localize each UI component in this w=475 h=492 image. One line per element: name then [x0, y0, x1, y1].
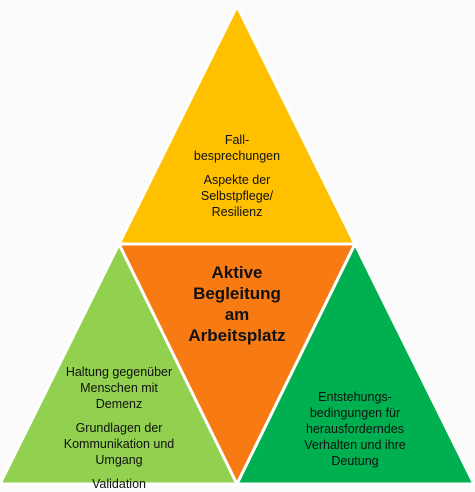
text-line: Selbstpflege/ — [200, 189, 274, 203]
top-item-selbstpflege: Aspekte der Selbstpflege/ Resilienz — [162, 172, 312, 220]
text-line: Grundlagen der — [75, 421, 163, 435]
text-line: Arbeitsplatz — [188, 326, 286, 345]
right-triangle — [235, 242, 475, 486]
text-line: Deutung — [331, 454, 379, 468]
text-line: Kommunikation und — [63, 437, 175, 451]
text-line: Begleitung — [193, 284, 281, 303]
left-item-haltung: Haltung gegenüber Menschen mit Demenz — [44, 364, 194, 412]
top-segment-text: Fall- besprechungen Aspekte der Selbstpf… — [162, 132, 312, 220]
text-line: Fall- — [224, 133, 250, 147]
left-item-grundlagen: Grundlagen der Kommunikation und Umgang — [44, 420, 194, 468]
text-line: Validation — [92, 477, 146, 491]
text-line: Umgang — [95, 453, 143, 467]
text-line: Aktive — [211, 263, 263, 282]
text-line: bedingungen für — [309, 406, 401, 420]
right-item-entstehungsbedingungen: Entstehungs- bedingungen für herausforde… — [280, 389, 430, 469]
text-line: Haltung gegenüber — [65, 365, 173, 379]
text-line: Resilienz — [211, 205, 263, 219]
text-line: Aspekte der — [203, 173, 271, 187]
left-item-validation: Validation — [44, 476, 194, 492]
text-line: Demenz — [95, 397, 143, 411]
center-segment-text: Aktive Begleitung am Arbeitsplatz — [162, 262, 312, 346]
left-segment-text: Haltung gegenüber Menschen mit Demenz Gr… — [44, 364, 194, 492]
text-line: Verhalten und ihre — [304, 438, 406, 452]
text-line: herausforderndes — [306, 422, 404, 436]
text-line: besprechungen — [193, 149, 281, 163]
right-segment-text: Entstehungs- bedingungen für herausforde… — [280, 389, 430, 469]
text-line: Menschen mit — [80, 381, 158, 395]
text-line: am — [224, 305, 250, 324]
top-item-fallbesprechungen: Fall- besprechungen — [162, 132, 312, 164]
text-line: Entstehungs- — [318, 390, 392, 404]
